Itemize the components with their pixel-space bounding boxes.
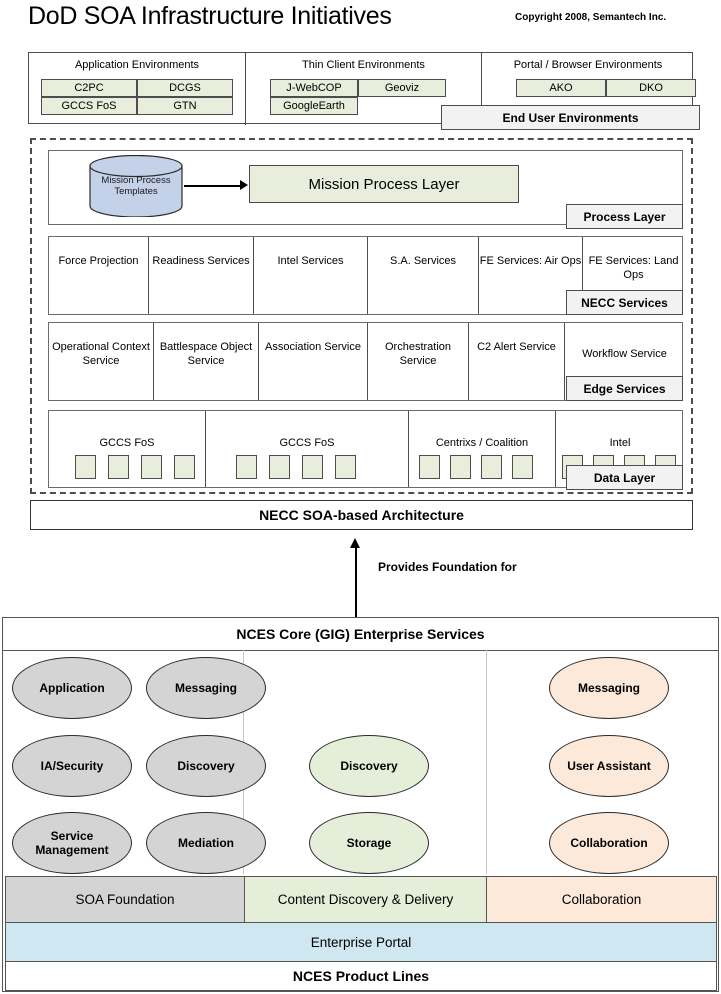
- data-chip[interactable]: [512, 455, 533, 479]
- data-layer-panel: GCCS FoS GCCS FoS Centrixs / Coalition I…: [48, 410, 683, 488]
- enterprise-portal-bar[interactable]: Enterprise Portal: [5, 922, 717, 962]
- cylinder-icon: [89, 154, 183, 218]
- divider: [258, 323, 259, 400]
- data-group-label: Centrixs / Coalition: [435, 437, 529, 449]
- service-oval-user-assistant[interactable]: User Assistant: [549, 735, 669, 797]
- page-title: DoD SOA Infrastructure Initiatives: [28, 2, 392, 30]
- group-title: Thin Client Environments: [302, 59, 425, 71]
- service-oval-application[interactable]: Application: [12, 657, 132, 719]
- copyright-notice: Copyright 2008, Semantech Inc.: [515, 12, 667, 23]
- env-chip[interactable]: DKO: [606, 79, 696, 97]
- env-chip[interactable]: C2PC: [41, 79, 137, 97]
- thin-client-environments-group: Thin Client Environments J-WebCOP Geoviz…: [246, 53, 481, 125]
- data-chip[interactable]: [302, 455, 323, 479]
- foundation-arrow-head: [350, 538, 360, 548]
- portal-browser-environments-group: Portal / Browser Environments AKO DKO: [482, 53, 696, 125]
- foundation-arrow-label: Provides Foundation for: [378, 560, 517, 574]
- data-chip[interactable]: [75, 455, 96, 479]
- divider: [367, 237, 368, 314]
- env-chip[interactable]: J-WebCOP: [270, 79, 358, 97]
- callout-end-user-environments: End User Environments: [441, 105, 700, 130]
- data-group-label: Intel: [609, 437, 631, 449]
- divider: [245, 53, 246, 125]
- datastore-arrow-head: [240, 180, 248, 190]
- end-user-environments-group: Application Environments C2PC DCGS GCCS …: [28, 52, 696, 125]
- callout-data-layer: Data Layer: [566, 465, 683, 490]
- necc-architecture-dashed-region: [30, 138, 693, 494]
- data-chip[interactable]: [269, 455, 290, 479]
- necc-service-cell[interactable]: Readiness Services: [152, 255, 250, 267]
- category-bar-content-discovery[interactable]: Content Discovery & Delivery: [244, 876, 487, 923]
- service-oval-ia-security[interactable]: IA/Security: [12, 735, 132, 797]
- application-environments-group: Application Environments C2PC DCGS GCCS …: [29, 53, 245, 125]
- env-chip[interactable]: AKO: [516, 79, 606, 97]
- datastore-label: Mission Process Templates: [88, 175, 184, 198]
- divider: [555, 411, 556, 487]
- data-chip[interactable]: [236, 455, 257, 479]
- divider: [582, 237, 583, 314]
- service-oval-mediation[interactable]: Mediation: [146, 812, 266, 874]
- data-group-label: GCCS FoS: [99, 437, 155, 449]
- callout-necc-services: NECC Services: [566, 290, 683, 315]
- group-title: Application Environments: [74, 59, 200, 71]
- service-oval-discovery-green[interactable]: Discovery: [309, 735, 429, 797]
- divider: [148, 237, 149, 314]
- data-chip[interactable]: [481, 455, 502, 479]
- env-chip[interactable]: GCCS FoS: [41, 97, 137, 115]
- divider: [486, 650, 487, 874]
- callout-edge-services: Edge Services: [566, 376, 683, 401]
- data-chip[interactable]: [419, 455, 440, 479]
- env-chip[interactable]: DCGS: [137, 79, 233, 97]
- divider: [478, 237, 479, 314]
- datastore-arrow-line: [184, 185, 242, 187]
- necc-service-cell[interactable]: FE Services: Air Ops: [479, 255, 582, 267]
- data-chip[interactable]: [450, 455, 471, 479]
- callout-process-layer: Process Layer: [566, 204, 683, 229]
- foundation-arrow-line: [355, 545, 357, 632]
- data-chip[interactable]: [335, 455, 356, 479]
- nces-product-lines-bar: NCES Product Lines: [5, 961, 717, 991]
- necc-service-cell[interactable]: Force Projection: [58, 255, 139, 267]
- group-title: Portal / Browser Environments: [513, 59, 663, 71]
- divider: [564, 323, 565, 400]
- data-group-label: GCCS FoS: [279, 437, 335, 449]
- divider: [367, 323, 368, 400]
- necc-service-cell[interactable]: FE Services: Land Ops: [588, 255, 679, 281]
- edge-service-cell[interactable]: Battlespace Object Service: [159, 341, 253, 367]
- datastore-label-line1: Mission Process: [101, 175, 171, 186]
- edge-service-cell[interactable]: Orchestration Service: [384, 341, 452, 367]
- necc-service-cell[interactable]: Intel Services: [277, 255, 344, 267]
- edge-service-cell[interactable]: C2 Alert Service: [477, 341, 556, 353]
- nces-core-section: NCES Core (GIG) Enterprise Services Appl…: [2, 617, 719, 992]
- service-oval-messaging-peach[interactable]: Messaging: [549, 657, 669, 719]
- divider: [205, 411, 206, 487]
- divider: [468, 323, 469, 400]
- divider: [153, 323, 154, 400]
- env-chip[interactable]: GTN: [137, 97, 233, 115]
- mission-process-layer-box[interactable]: Mission Process Layer: [249, 165, 519, 203]
- data-chip[interactable]: [174, 455, 195, 479]
- service-oval-collaboration[interactable]: Collaboration: [549, 812, 669, 874]
- env-chip[interactable]: Geoviz: [358, 79, 446, 97]
- nces-core-header: NCES Core (GIG) Enterprise Services: [3, 618, 718, 651]
- service-oval-service-management[interactable]: Service Management: [12, 812, 132, 874]
- service-oval-discovery-gray[interactable]: Discovery: [146, 735, 266, 797]
- data-chip[interactable]: [141, 455, 162, 479]
- divider: [253, 237, 254, 314]
- edge-service-cell[interactable]: Operational Context Service: [52, 341, 150, 367]
- env-chip[interactable]: GoogleEarth: [270, 97, 358, 115]
- datastore-label-line2: Templates: [114, 186, 158, 198]
- category-bar-collaboration[interactable]: Collaboration: [486, 876, 717, 923]
- necc-service-cell[interactable]: S.A. Services: [389, 255, 457, 267]
- service-oval-storage[interactable]: Storage: [309, 812, 429, 874]
- edge-service-cell[interactable]: Workflow Service: [582, 348, 667, 360]
- necc-soa-architecture-bar: NECC SOA-based Architecture: [30, 500, 693, 530]
- category-bar-soa-foundation[interactable]: SOA Foundation: [5, 876, 245, 923]
- divider: [408, 411, 409, 487]
- mission-process-templates-datastore: Mission Process Templates: [88, 154, 184, 218]
- data-chip[interactable]: [108, 455, 129, 479]
- divider: [481, 53, 482, 125]
- service-oval-messaging-gray[interactable]: Messaging: [146, 657, 266, 719]
- edge-service-cell[interactable]: Association Service: [265, 341, 361, 353]
